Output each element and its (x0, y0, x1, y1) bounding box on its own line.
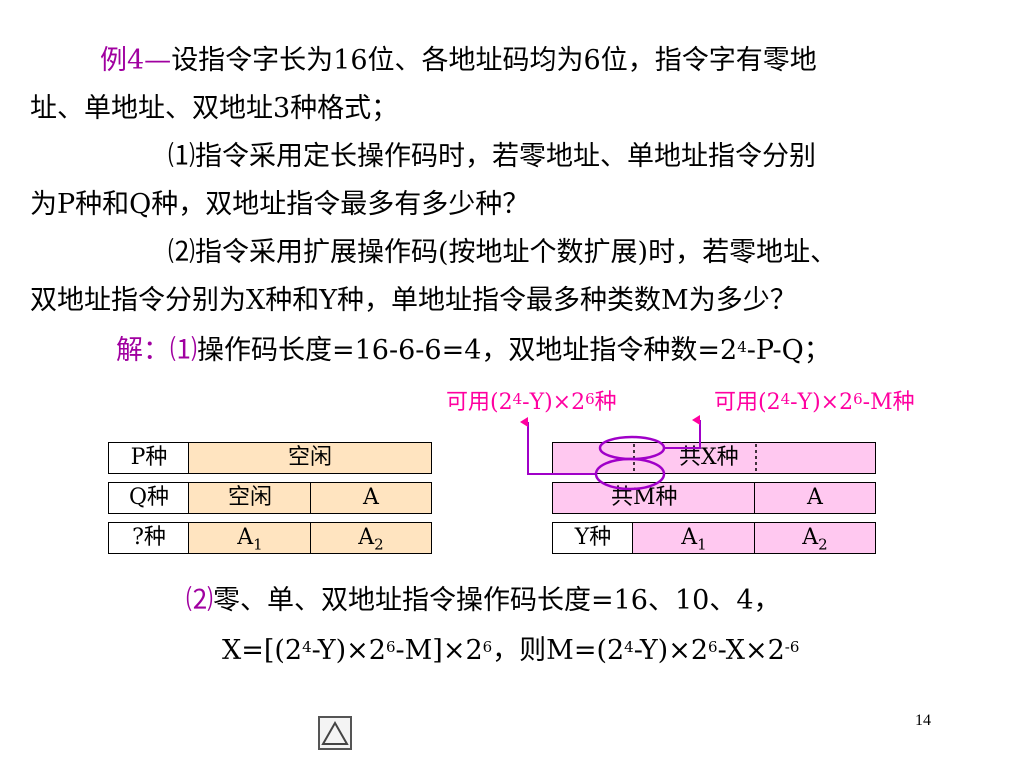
question2-line-1: ⑵指令采用扩展操作码(按地址个数扩展)时，若零地址、 (168, 237, 838, 268)
annotation-right: 可用(24-Y)×26-M种 (714, 390, 915, 415)
ellipse-lower (594, 457, 666, 491)
right-row1-shared: 共X种 (552, 442, 876, 474)
example-line-1: 例4—设指令字长为16位、各地址码均为6位，指令字有零地 (100, 45, 817, 76)
left-row2-free: 空闲 (188, 482, 312, 514)
annotation-left: 可用(24-Y)×26种 (446, 390, 617, 415)
solution1-line: 解：⑴操作码长度=16-6-6=4，双地址指令种数=24-P-Q； (116, 335, 831, 366)
left-row3-a2: A2 (310, 522, 432, 554)
question1-label: ⑴ (168, 141, 195, 172)
triangle-icon (321, 720, 349, 745)
solution2-label: ⑵ (186, 585, 213, 616)
solution1-label: 解：⑴ (116, 335, 197, 366)
example-line-2: 址、单地址、双地址3种格式； (30, 93, 399, 124)
arrow-left (520, 417, 597, 475)
right-row3-a2: A2 (754, 522, 876, 554)
question2-line-2: 双地址指令分别为X种和Y种，单地址指令最多种类数M为多少？ (30, 285, 797, 316)
left-row2-label: Q种 (108, 482, 190, 514)
left-row3-a1: A1 (188, 522, 312, 554)
question1-line-1: ⑴指令采用定长操作码时，若零地址、单地址指令分别 (168, 141, 816, 172)
example-label: 例4— (100, 45, 172, 76)
question2-label: ⑵ (168, 237, 195, 268)
left-row3-label: ?种 (108, 522, 190, 554)
left-row1-free: 空闲 (188, 442, 432, 474)
right-row2-address: A (754, 482, 876, 514)
left-row2-address: A (310, 482, 432, 514)
solution2-formula: X=[(24-Y)×26-M]×26，则M=(24-Y)×26-X×2-6 (222, 635, 800, 666)
question1-line-2: 为P种和Q种，双地址指令最多有多少种？ (30, 189, 530, 220)
arrow-right (664, 415, 701, 449)
right-row2-shared: 共M种 (552, 482, 756, 514)
solution2-line-1: ⑵零、单、双地址指令操作码长度=16、10、4， (186, 585, 781, 616)
ellipse-upper (598, 435, 666, 461)
right-row3-a1: A1 (632, 522, 756, 554)
nav-home-button[interactable] (318, 716, 352, 750)
left-row1-label: P种 (108, 442, 190, 474)
page-number: 14 (915, 712, 931, 729)
